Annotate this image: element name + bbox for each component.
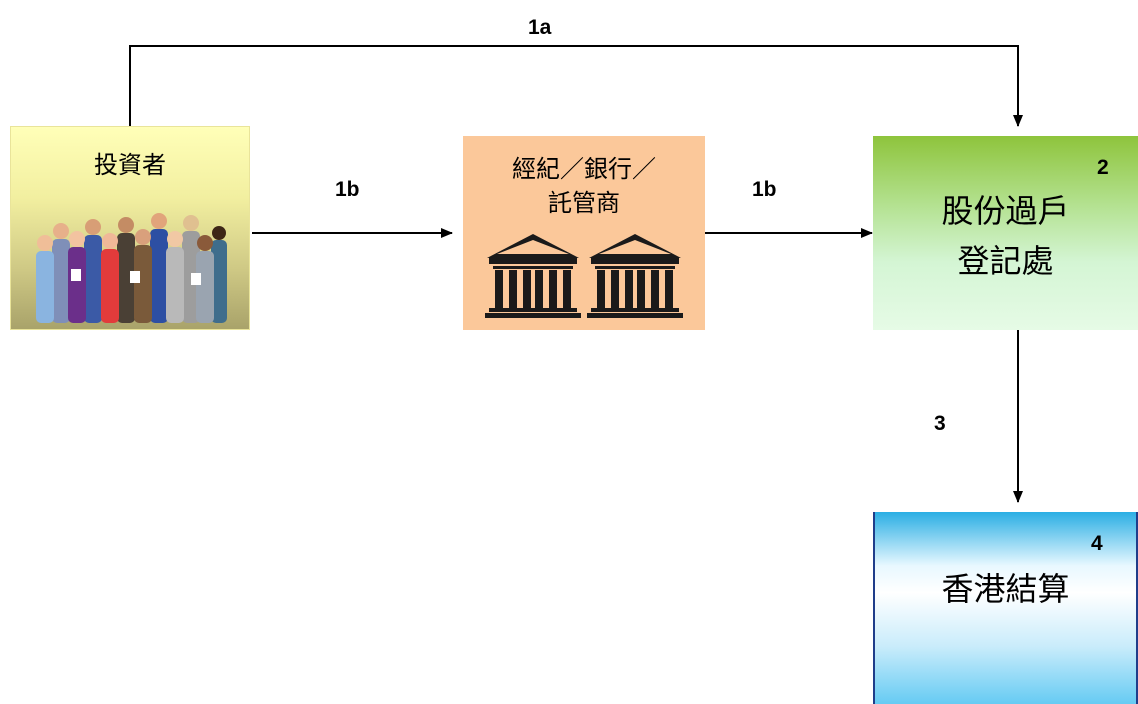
arrow-1a (129, 45, 1023, 127)
investor-box: 投資者 (10, 126, 250, 330)
people-group-icon (36, 213, 227, 323)
investor-label: 投資者 (94, 151, 166, 179)
share-registrar-box: 2 股份過戶 登記處 (873, 136, 1138, 330)
hkscc-label: 香港結算 (941, 570, 1070, 608)
step-label-3: 3 (934, 412, 946, 435)
hkscc-box: 4 香港結算 (873, 512, 1138, 704)
registrar-label-line1: 股份過戶 (941, 192, 1070, 230)
step-label-1a: 1a (528, 16, 552, 39)
broker-label-line2: 託管商 (548, 189, 620, 217)
step-label-1b-right: 1b (752, 178, 777, 201)
registrar-label-line2: 登記處 (957, 242, 1054, 280)
broker-box: 經紀／銀行／ 託管商 (463, 136, 705, 330)
registrar-step-number: 2 (1097, 156, 1109, 179)
step-label-1b-left: 1b (335, 178, 360, 201)
broker-label: 經紀／銀行／ 託管商 (463, 152, 705, 220)
hkscc-step-number: 4 (1091, 532, 1103, 555)
registrar-label: 股份過戶 登記處 (873, 186, 1138, 286)
broker-label-line1: 經紀／銀行／ (512, 155, 656, 183)
bank-building-icon (485, 234, 683, 318)
